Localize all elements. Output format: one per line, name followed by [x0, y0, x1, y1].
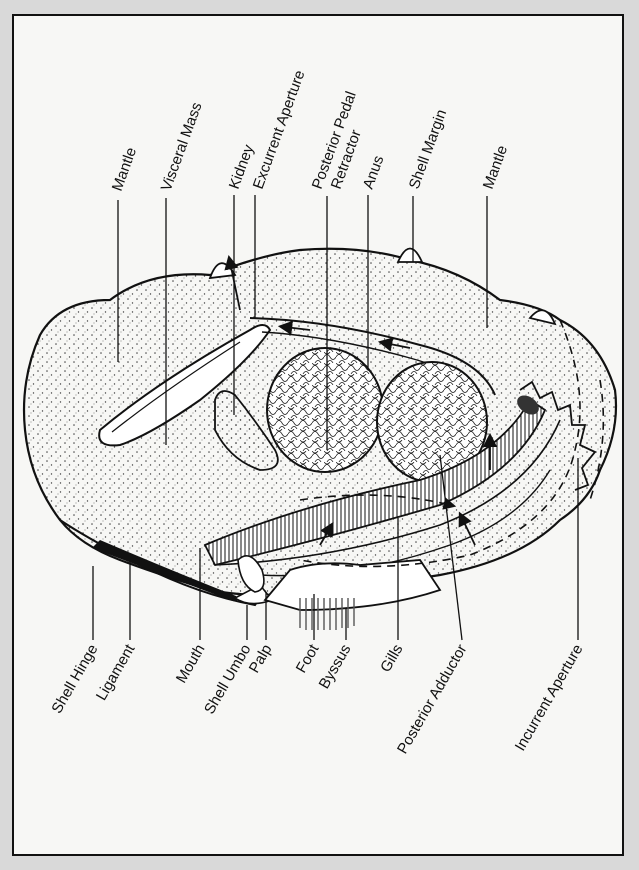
label-gills: Gills — [377, 642, 406, 676]
label-mantle-right: Mantle — [480, 143, 511, 191]
label-foot: Foot — [293, 641, 323, 676]
label-shell-margin: Shell Margin — [406, 107, 450, 191]
label-mouth: Mouth — [173, 642, 209, 687]
label-palp: Palp — [246, 642, 276, 677]
label-shell-hinge: Shell Hinge — [48, 642, 101, 717]
label-anus: Anus — [360, 153, 388, 191]
label-byssus: Byssus — [316, 642, 355, 692]
label-mantle-left: Mantle — [109, 145, 140, 193]
posterior-pedal-retractor-muscle — [267, 348, 383, 472]
shell-bump-middle — [398, 249, 422, 263]
labels-bottom: Shell Hinge Ligament Mouth Shell Umbo Pa… — [48, 641, 586, 757]
label-posterior-adductor: Posterior Adductor — [394, 642, 470, 757]
label-shell-umbo: Shell Umbo — [201, 642, 254, 718]
labels-top: Mantle Visceral Mass Kidney Excurrent Ap… — [109, 68, 511, 193]
label-excurrent-aperture: Excurrent Aperture — [250, 68, 309, 191]
label-incurrent-aperture: Incurrent Aperture — [512, 642, 587, 754]
label-visceral-mass: Visceral Mass — [158, 100, 206, 193]
